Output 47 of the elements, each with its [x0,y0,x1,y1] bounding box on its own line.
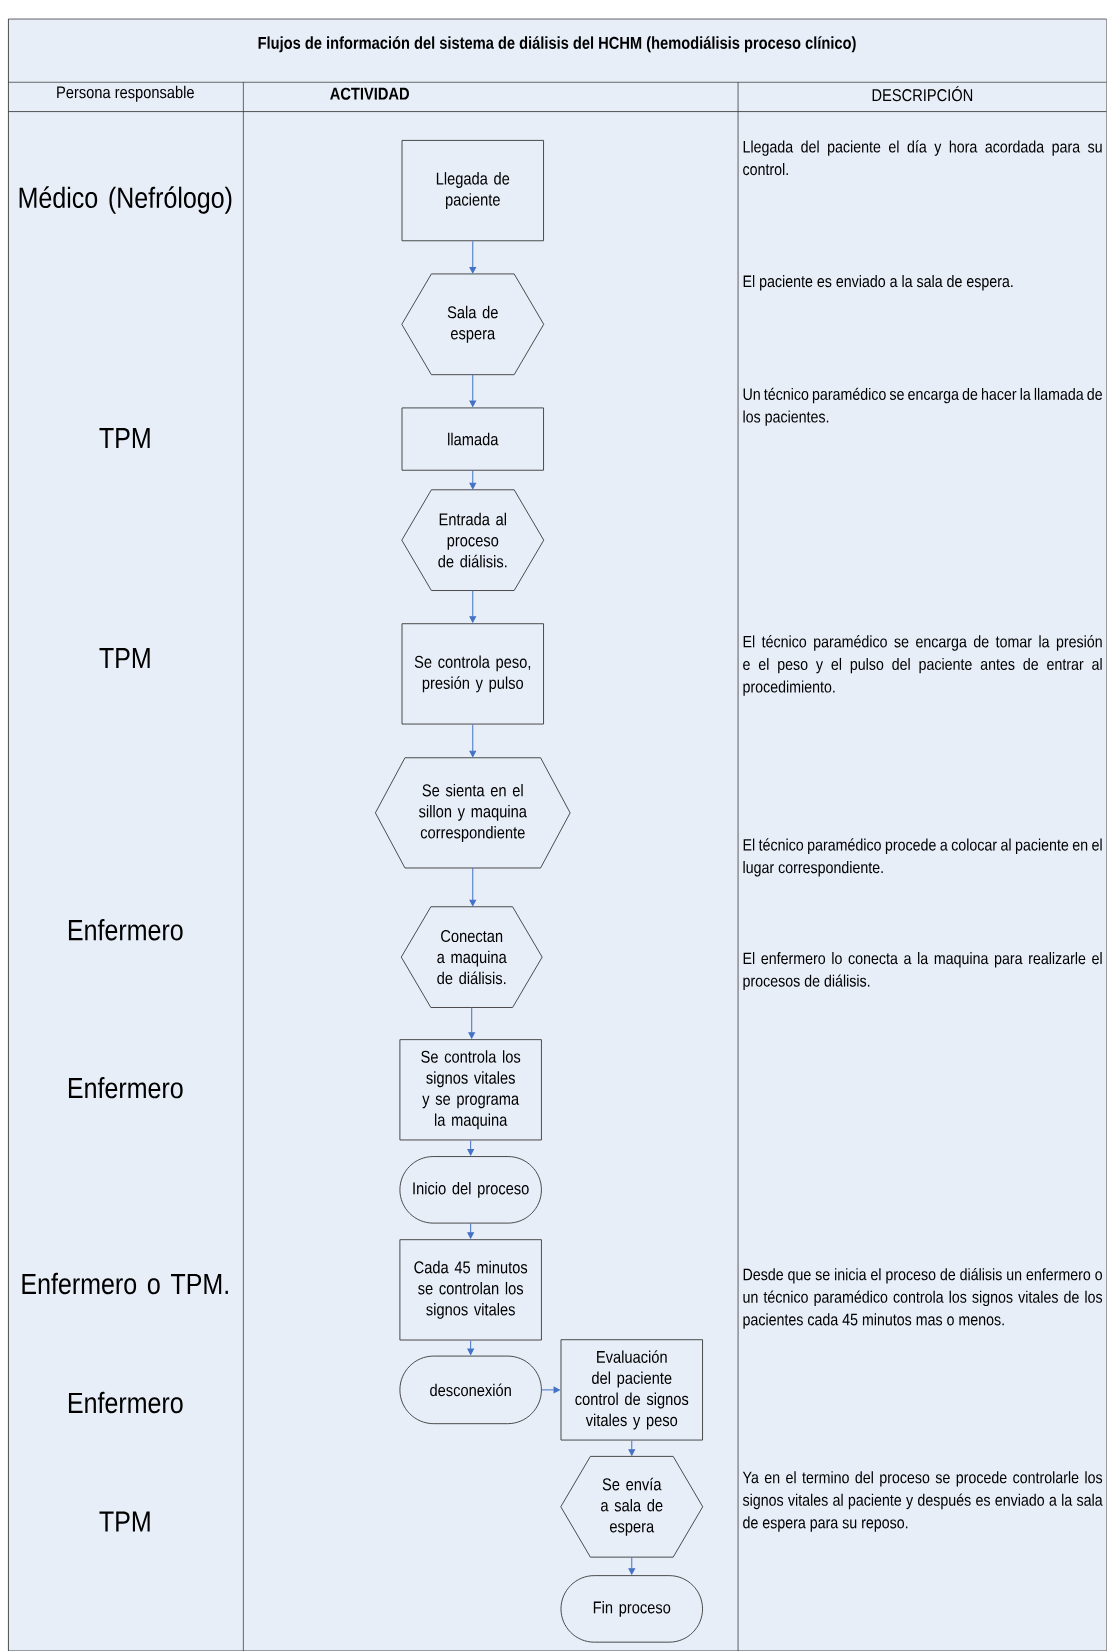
role-label: Enfermero o TPM. [22,1272,229,1295]
description-text: Un técnico paramédico se encarga de hacer la llamada de los pacientes. [743,387,1103,426]
arrow [469,374,477,407]
arrow [469,240,477,274]
role-label: Enfermero [69,1391,183,1414]
role-label: Enfermero [69,1077,183,1099]
role-label: TPM [99,1511,150,1532]
preparation-hexagon: Entrada al proceso de diálisis. [401,489,545,591]
title-text: Flujos de información del sistema de diálisis del HCHM (hemodiálisis proceso clínico) [258,36,856,53]
arrow [469,590,477,623]
process-box: Evaluación del paciente control de signos vitales y peso [560,1339,704,1441]
description-text: Ya en el termino del proceso se procede controlarle los signos vitales al paciente y después es enviado a la sala de espera para su reposo. [743,1471,1103,1532]
column-header: DESCRIPCIÓN [872,86,973,102]
process-box: Se controla peso, presión y pulso [401,623,545,725]
role-label: TPM [99,428,150,449]
role-label: Médico (Nefrólogo) [19,186,232,214]
arrow [467,1139,475,1156]
role-label: TPM [99,648,150,669]
column-header: Persona responsable [57,85,195,102]
process-box: Llegada de paciente [401,139,545,242]
description-text: El técnico paramédico se encarga de tomar la presión e el peso y el pulso del paciente antes de entrar al procedimiento. [743,635,1102,696]
preparation-hexagon: Se envía a sala de espera [560,1455,704,1558]
role-label: Enfermero [69,919,183,941]
arrow [628,1440,636,1456]
arrow [541,1386,561,1394]
description-text: El técnico paramédico procede a colocar al paciente en el lugar correspondiente. [743,838,1102,877]
description-text: El paciente es enviado a la sala de espera. [743,275,1013,291]
terminal-box: Inicio del proceso [399,1156,543,1224]
column-header: ACTIVIDAD [330,87,410,100]
arrow [469,867,477,907]
terminal-box: desconexión [399,1355,543,1425]
arrow [469,724,477,758]
description-text: Desde que se inicia el proceso de diálisis un enfermero o un técnico paramédico controla los signos vitales de los pacientes cada 45 minutos mas o menos. [743,1267,1103,1329]
process-box: Se controla los signos vitales y se programa la maquina [399,1039,543,1141]
process-box: Cada 45 minutos se controlan los signos vitales [399,1239,543,1341]
preparation-hexagon: Conectan a maquina de diálisis. [401,906,543,1008]
terminal-box: Fin proceso [560,1575,704,1643]
arrow [467,1223,475,1239]
arrow [468,1007,476,1039]
preparation-hexagon: Sala de espera [401,273,545,376]
arrow [467,1340,475,1355]
arrow [469,470,477,490]
description-text: El enfermero lo conecta a la maquina para realizarle el procesos de diálisis. [743,952,1102,991]
process-box: llamada [401,407,545,471]
arrow [628,1556,636,1575]
preparation-hexagon: Se sienta en el sillon y maquina correspondiente [375,757,571,869]
description-text: Llegada del paciente el día y hora acordada para su control. [743,140,1102,176]
